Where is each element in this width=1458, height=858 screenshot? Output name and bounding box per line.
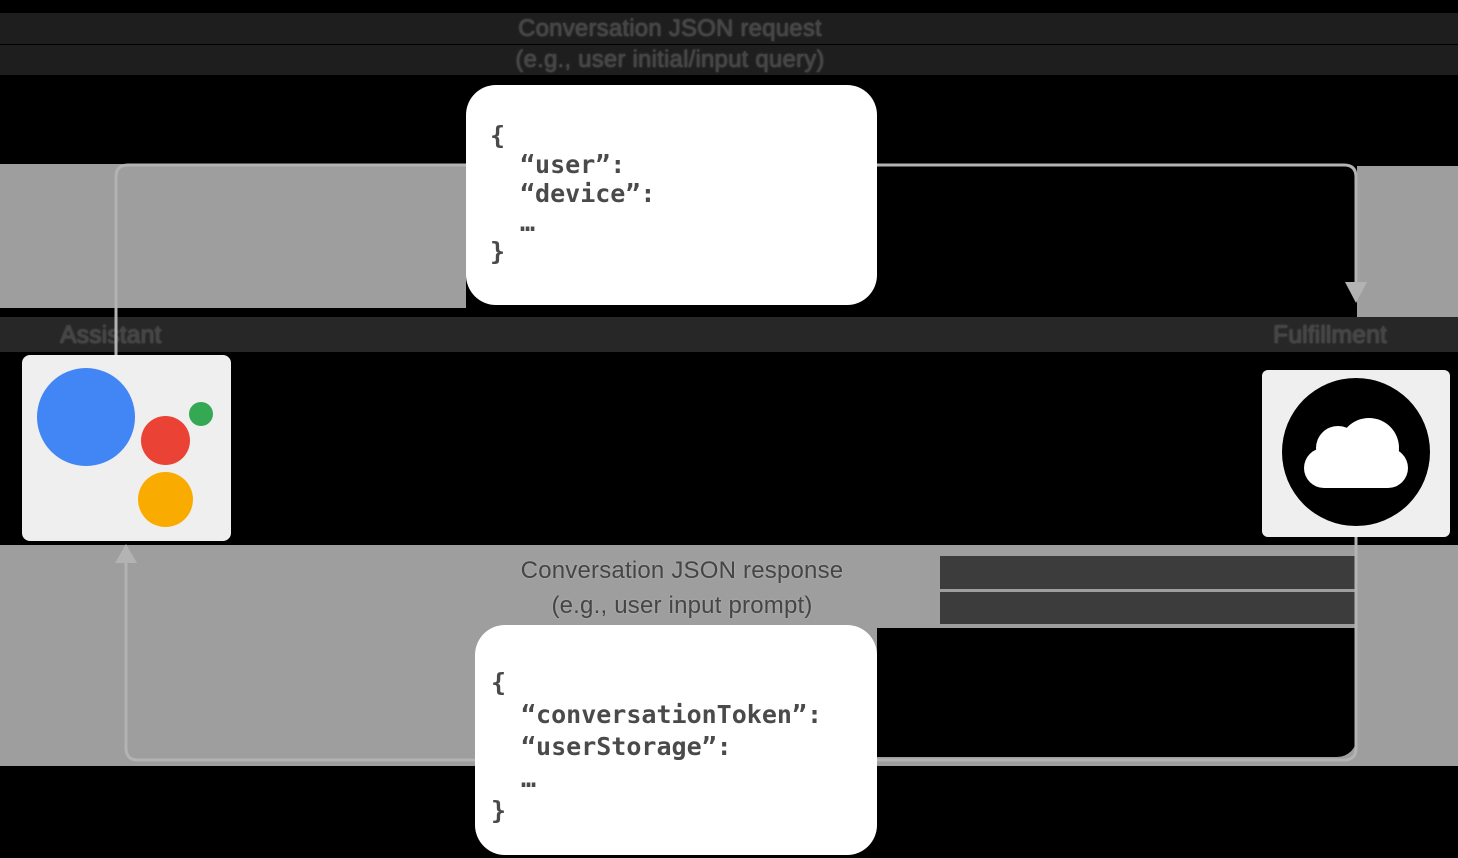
code-line: “user”: [520, 150, 626, 179]
title-stripe [0, 45, 1458, 75]
code-line: … [521, 764, 537, 793]
assistant-yellow-circle [138, 472, 193, 527]
gray-region-top-left [0, 164, 466, 308]
carved-black-region [877, 628, 1357, 757]
code-line: “conversationToken”: [521, 700, 823, 729]
gray-region-top-right [1357, 166, 1458, 317]
cloud-glyph [1304, 418, 1408, 488]
assistant-card [22, 355, 231, 541]
response-json-box: { “conversationToken”: “userStorage”: … … [475, 625, 877, 855]
code-line: … [520, 208, 536, 237]
assistant-green-circle [189, 402, 213, 426]
request-arrowhead-icon [1345, 282, 1367, 303]
actor-label-band [0, 317, 1458, 352]
assistant-label: Assistant [60, 321, 162, 349]
dark-stripe [940, 556, 1357, 589]
response-title-line2: (e.g., user input prompt) [551, 592, 813, 619]
request-json-box: { “user”: “device”: … } [466, 85, 877, 305]
code-line: } [490, 237, 506, 266]
assistant-red-circle [141, 416, 190, 465]
dark-stripe [940, 592, 1357, 624]
code-line: “device”: [520, 179, 656, 208]
code-line: “userStorage”: [521, 732, 732, 761]
title-stripe [0, 13, 1458, 44]
response-arrowhead-icon [115, 544, 137, 563]
request-title-line1: Conversation JSON request [518, 15, 822, 42]
fulfillment-label: Fulfillment [1273, 321, 1387, 349]
code-line: } [491, 796, 507, 825]
request-title-line2: (e.g., user initial/input query) [515, 46, 825, 73]
response-json-code: { “conversationToken”: “userStorage”: … … [475, 625, 877, 827]
code-line: { [491, 668, 507, 697]
request-json-code: { “user”: “device”: … } [466, 85, 877, 266]
response-title-line1: Conversation JSON response [520, 557, 844, 584]
assistant-blue-circle [37, 368, 135, 466]
code-line: { [490, 121, 506, 150]
